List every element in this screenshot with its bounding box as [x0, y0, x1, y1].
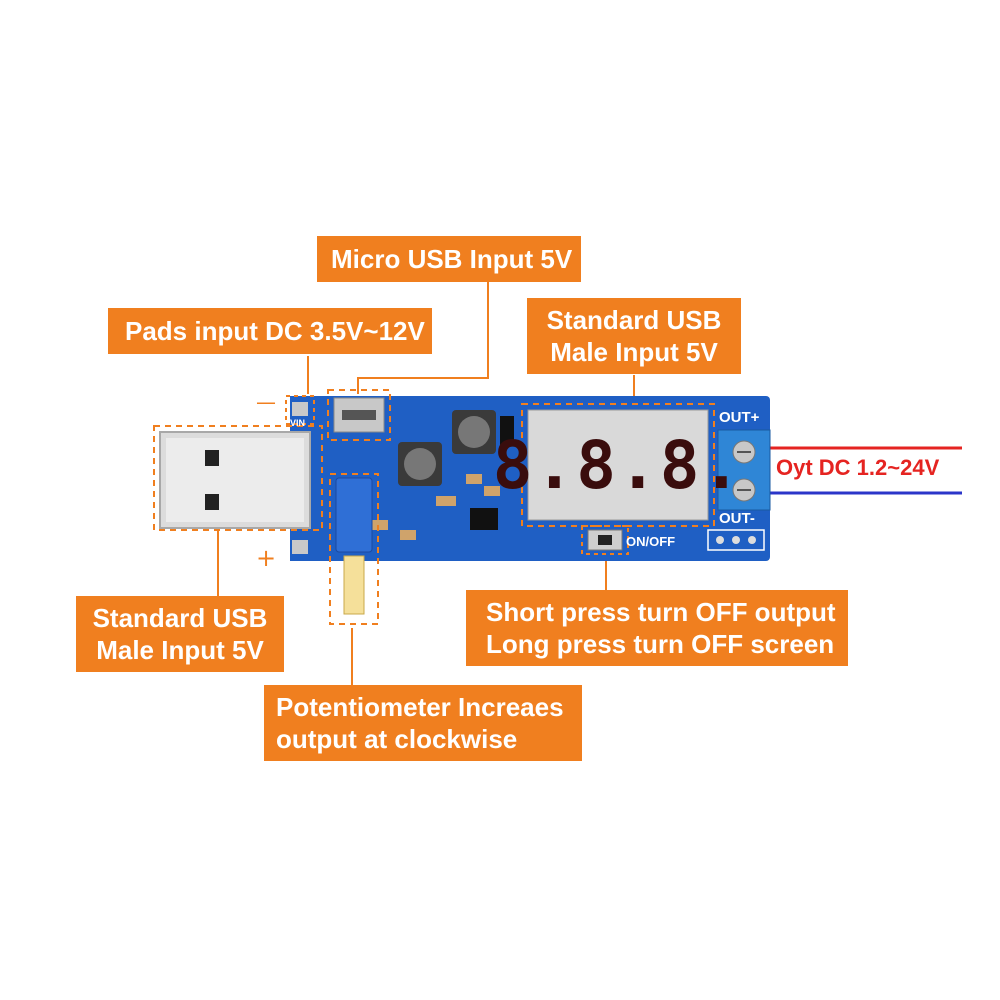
callout-button-info-line2: Long press turn OFF screen [486, 629, 835, 659]
callout-usb-male-left-line1: Standard USB [92, 603, 268, 633]
vin-label: VIN [290, 418, 306, 428]
usb-highlight [153, 425, 323, 531]
usb-male-inner [166, 438, 304, 522]
callout-connectors [217, 282, 635, 685]
callout-micro-usb: Micro USB Input 5V [317, 236, 581, 282]
usb-hole-bottom [205, 494, 219, 510]
diode-d3 [500, 416, 514, 446]
potentiometer [335, 477, 373, 553]
display-digits: 8.8.8. [492, 426, 744, 504]
potentiometer-shaft [343, 555, 365, 615]
button-highlight [581, 525, 629, 555]
callout-pads: Pads input DC 3.5V~12V [108, 308, 432, 354]
ic-u1 [470, 508, 498, 530]
plus-sign: + [256, 544, 277, 572]
led-display [527, 409, 709, 521]
usb-hole-top [205, 450, 219, 466]
callout-button-info-line1: Short press turn OFF output [486, 597, 836, 627]
callout-usb-male-left: Standard USB Male Input 5V [76, 596, 284, 672]
callout-usb-male-left-line2: Male Input 5V [96, 635, 264, 665]
potentiometer-highlight [329, 473, 379, 625]
callout-micro-usb-text: Micro USB Input 5V [331, 244, 573, 274]
minus-sign: — [256, 390, 276, 414]
pads-highlight [285, 395, 315, 425]
input-pad-plus [292, 540, 308, 554]
on-off-label: ON/OFF [626, 534, 676, 549]
callout-button-info: Short press turn OFF output Long press t… [466, 590, 848, 666]
out-plus-label: OUT+ [719, 409, 760, 426]
callout-usb-male-top: Standard USB Male Input 5V [527, 298, 741, 374]
out-minus-label: OUT- [719, 510, 755, 527]
callout-potentiometer: Potentiometer Increaes output at clockwi… [264, 685, 582, 761]
micro-usb-highlight [327, 389, 391, 441]
callout-usb-male-top-line1: Standard USB [546, 305, 722, 335]
callout-potentiometer-line2: output at clockwise [276, 724, 518, 754]
callout-potentiometer-line1: Potentiometer Increaes [276, 692, 564, 722]
callout-pads-text: Pads input DC 3.5V~12V [125, 316, 425, 346]
output-voltage-label: Oyt DC 1.2~24V [776, 455, 940, 480]
callout-usb-male-top-line2: Male Input 5V [550, 337, 718, 367]
input-pad-minus [292, 402, 308, 416]
